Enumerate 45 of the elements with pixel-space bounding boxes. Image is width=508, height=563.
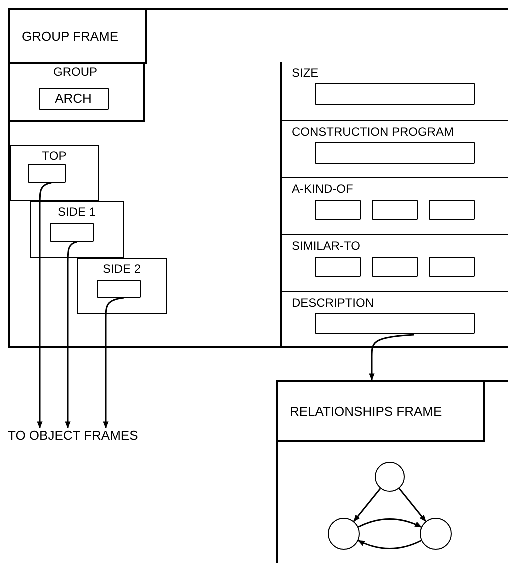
slot-name: GROUP [52, 65, 98, 79]
empty-slot [429, 200, 475, 220]
arrow [358, 540, 422, 550]
frame-title: RELATIONSHIPS FRAME [278, 382, 485, 442]
arrow [398, 488, 427, 522]
slot-row [280, 234, 508, 291]
empty-slot [315, 142, 475, 164]
arrow [37, 182, 52, 429]
slot-name: SIMILAR-TO [292, 239, 360, 253]
empty-slot [315, 200, 361, 220]
subframe-name: SIDE 1 [56, 205, 97, 219]
slot-row [280, 291, 508, 348]
subframe-name: TOP [41, 149, 68, 163]
subframe-box [77, 258, 167, 314]
empty-slot [372, 200, 418, 220]
slot-row [8, 62, 145, 122]
empty-slot [315, 257, 361, 277]
node-circle [328, 518, 360, 550]
subframe-name: SIDE 2 [102, 262, 142, 276]
frame-box [276, 380, 508, 563]
arrow [358, 518, 422, 528]
frame-title: GROUP FRAME [10, 10, 147, 64]
slot-row [280, 120, 508, 177]
node-circle [420, 518, 452, 550]
arrow [353, 488, 382, 522]
slot-name: SIZE [292, 66, 319, 80]
node-circle [375, 462, 405, 492]
frame-box [8, 8, 508, 348]
slot-name: A-KIND-OF [292, 182, 354, 196]
empty-slot [96, 280, 140, 298]
empty-slot [429, 257, 475, 277]
arrow [65, 241, 78, 429]
subframe-box [30, 201, 124, 258]
subframe-box [10, 145, 99, 201]
note-text: TO OBJECT FRAMES [8, 428, 188, 448]
slot-value: ARCH [38, 88, 108, 110]
empty-slot [28, 164, 66, 182]
empty-slot [372, 257, 418, 277]
arrow [103, 297, 124, 429]
empty-slot [315, 313, 475, 334]
slot-name: DESCRIPTION [292, 296, 374, 310]
slot-name: CONSTRUCTION PROGRAM [292, 125, 454, 139]
empty-slot [50, 222, 94, 242]
empty-slot [315, 83, 475, 105]
slot-row [280, 177, 508, 234]
